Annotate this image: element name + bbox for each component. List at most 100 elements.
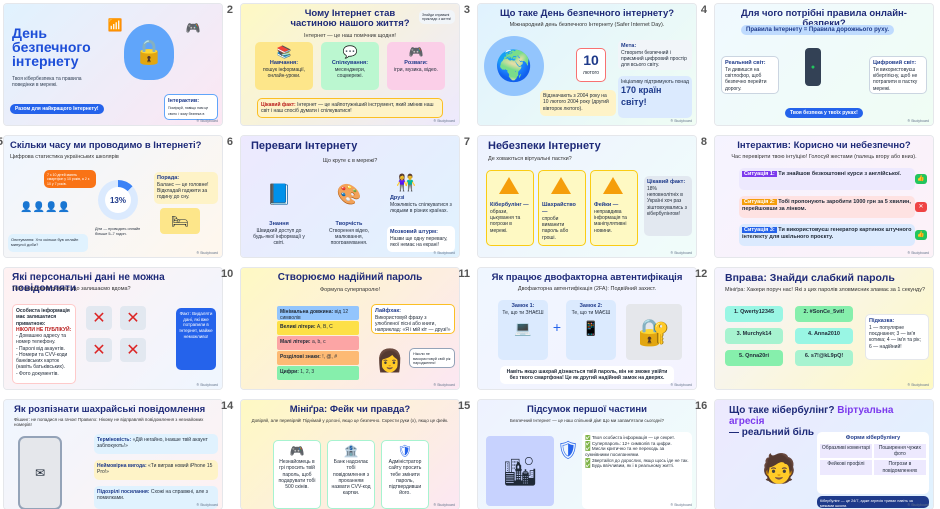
slide-16-forms: Форми кібербулінгу Образливі коментарі П… (817, 432, 929, 494)
slide-15-list: ✅ Твоя особиста інформація — це секрет. … (582, 432, 692, 509)
slide-10-lifehack: Лайфхак:Використовуй фразу з улюбленої п… (371, 304, 455, 334)
slide-6-sub: Що круте є в мережі? (322, 158, 378, 164)
slide-6[interactable]: Переваги Інтернету Що круте є в мережі? … (241, 136, 459, 257)
password-tile-5[interactable]: 5. Qnna20ri (725, 350, 783, 366)
slide-1[interactable]: День безпечного інтернету Твоя кібербезп… (4, 4, 222, 125)
slide-3-title: Що таке День безпечного інтернету? (499, 8, 675, 19)
slide-8-sub: Час перевірити твою інтуїцію! Голосуй же… (731, 154, 917, 160)
brand-mark: ® Studyboard (196, 503, 218, 507)
slide-2-card-3: 🎮Розваги:ігри, музика, відео. (387, 42, 445, 90)
wifi-icon: 📶 (107, 18, 123, 32)
slide-13-sub: Фішинг: не попадися на гачок! Правило: Н… (14, 417, 204, 427)
slide-5-pct-text: Діти — проводять онлайн більше 5–7 годин… (95, 227, 141, 236)
slide-4[interactable]: Для чого потрібні правила онлайн-безпеки… (715, 4, 933, 125)
palette-icon: 🎨 (336, 183, 362, 206)
slide-14-card-2[interactable]: 🏦Банк надсилає тобі повідомлення з проха… (327, 440, 375, 509)
phone-icon: ✉ (18, 436, 62, 509)
slide-13[interactable]: Як розпізнати шахрайські повідомлення Фі… (4, 400, 222, 509)
brand-mark: ® Studyboard (670, 119, 692, 123)
slide-number: 2 (226, 4, 233, 16)
slide-14-card-1[interactable]: 🎮Незнайомець в грі просить твій пароль, … (273, 440, 321, 509)
slide-3-goal: Мета:Створити безпечний і приємний цифро… (618, 40, 692, 70)
password-tile-4[interactable]: 4. Anna2010 (795, 328, 853, 344)
slide-2[interactable]: Чому Інтернет став частиною нашого життя… (241, 4, 459, 125)
shield-icon: 🛡 (556, 439, 580, 460)
slide-11-lock-1: Замок 1:Те, що ти ЗНАЄШ💻 (498, 300, 548, 360)
slide-9-sub: Твій цифровий рюкзак: що залишаємо вдома… (12, 286, 131, 292)
slide-12-title: Вправа: Знайди слабкий пароль (725, 272, 895, 284)
gamepad-icon: 🎮 (185, 21, 201, 35)
slide-14[interactable]: Мініґра: Фейк чи правда? Довіряй, але пе… (241, 400, 459, 509)
slide-1-banner: Разом для найкращого Інтернету! (10, 104, 104, 114)
slide-number: 10 (221, 268, 234, 280)
slide-7-fact: Цікавий факт:18% неповнолітніх в Україні… (644, 176, 692, 236)
slide-13-item-2: Неймовірна вигода: «Ти виграв новий iPho… (94, 460, 218, 480)
slide-5[interactable]: Скільки часу ми проводимо в Інтернеті? Ц… (4, 136, 222, 257)
slide-2-sub: Інтернет — це наш помічник щодня! (304, 33, 396, 39)
slide-4-footer: Твоя безпека у твоїх руках! (785, 108, 863, 118)
slide-3[interactable]: Що таке День безпечного інтернету? Міжна… (478, 4, 696, 125)
people-icon: 👤👤👤👤 (20, 201, 70, 213)
slide-8-item-3: Ситуація 3: Ти використовуєш генератор к… (739, 224, 915, 246)
brand-mark: ® Studyboard (670, 383, 692, 387)
password-row-1: Мінімальна довжина: від 12 символів (277, 306, 359, 320)
slide-7[interactable]: Небезпеки Інтернету Де ховаються віртуал… (478, 136, 696, 257)
slide-12-hint: Підказка:1 — популярне поєднання; 3 — ім… (865, 314, 929, 360)
slide-13-title: Як розпізнати шахрайські повідомлення (14, 404, 206, 415)
slide-3-since: Відзначають з 2004 року на 10 лютого 200… (540, 90, 616, 116)
slide-16[interactable]: Що таке кібербулінг? Віртуальна агресія—… (715, 400, 933, 509)
slide-2-card-2: 💬Спілкування:месенджери, соцмережі. (321, 42, 379, 90)
slide-7-card-2: Шахрайство —спроби виманити пароль або г… (538, 170, 586, 246)
slide-2-note: Знайди справжні приклади з життя! (419, 10, 455, 24)
slide-8-title: Інтерактив: Корисно чи небезпечно? (737, 140, 911, 151)
slide-12[interactable]: Вправа: Знайди слабкий пароль Мініґра: Х… (715, 268, 933, 389)
slide-5-tip: Порада:Баланс — це головне! Відкладай га… (154, 172, 218, 204)
slide-15-title: Підсумок першої частини (527, 404, 647, 415)
slide-7-title: Небезпеки Інтернету (488, 140, 601, 152)
password-row-2: Великі літери: A, B, C (277, 321, 359, 335)
slide-number: 3 (463, 4, 470, 16)
brand-mark: ® Studyboard (670, 251, 692, 255)
shield-lock-icon: 🔒 (124, 24, 174, 80)
brand-mark: ® Studyboard (670, 503, 692, 507)
slide-15[interactable]: Підсумок першої частини Безпечний Інтерн… (478, 400, 696, 509)
slide-11[interactable]: Як працює двофакторна автентифікація Дво… (478, 268, 696, 389)
friends-icon: 👫 (396, 175, 416, 192)
slide-10[interactable]: Створюємо надійний пароль Формула суперп… (241, 268, 459, 389)
fake-news-icon (603, 177, 623, 194)
house-crossed-icon: ✕ (86, 306, 112, 330)
password-tile-3[interactable]: 3. Murchyk14 (725, 328, 783, 344)
plus-icon: + (552, 319, 562, 335)
slide-7-sub: Де ховаються віртуальні пастки? (488, 156, 572, 162)
slide-number: 15 (458, 400, 471, 412)
slide-14-title: Мініґра: Фейк чи правда? (289, 404, 411, 415)
card-crossed-icon: ✕ (86, 338, 112, 362)
slide-number: 6 (226, 136, 233, 148)
slide-10-title: Створюємо надійний пароль (277, 272, 423, 283)
slide-11-note: Навіть якщо шахрай дізнається твій парол… (500, 366, 674, 384)
slide-4-digital: Цифровий світ:Ти використовуєш кібергігі… (869, 56, 927, 94)
slide-14-card-3[interactable]: 🛡Адміністратор сайту просить тебе змінит… (381, 440, 429, 509)
brand-mark: ® Studyboard (907, 251, 929, 255)
thumbs-up-icon: 👍 (915, 174, 927, 184)
password-row-4: Розділові знаки: !, @, # (277, 351, 359, 365)
slide-14-sub: Довіряй, але перевіряй! Піднімай у долон… (251, 418, 449, 423)
slide-16-stat: Кібербулінг — це 24/7, адже агресія трив… (817, 496, 929, 508)
slide-6-task: Мозковий штурм:Назви ще одну перевагу, я… (387, 226, 455, 252)
cross-icon: ✕ (915, 202, 927, 212)
password-tile-1[interactable]: 1. Qwerty12345 (725, 306, 783, 322)
slide-number: 5 (0, 136, 3, 148)
hook-icon (551, 177, 571, 194)
slide-11-lock-2: Замок 2:Те, що ти МАЄШ📱 (566, 300, 616, 360)
slide-7-card-1: Кібербулінг —образи, цькування та погроз… (486, 170, 534, 246)
password-tile-6[interactable]: 6. s7!@kL9pQ! (795, 350, 853, 366)
slide-8[interactable]: Інтерактив: Корисно чи небезпечно? Час п… (715, 136, 933, 257)
slide-9[interactable]: Які персональні дані не можна повідомлят… (4, 268, 222, 389)
password-tile-2[interactable]: 2. #SonCe_5vit! (795, 306, 853, 322)
slide-8-item-1: Ситуація 1: Ти знайшов безкоштовні курси… (739, 168, 915, 190)
slide-number: 14 (221, 400, 234, 412)
brand-mark: ® Studyboard (196, 383, 218, 387)
